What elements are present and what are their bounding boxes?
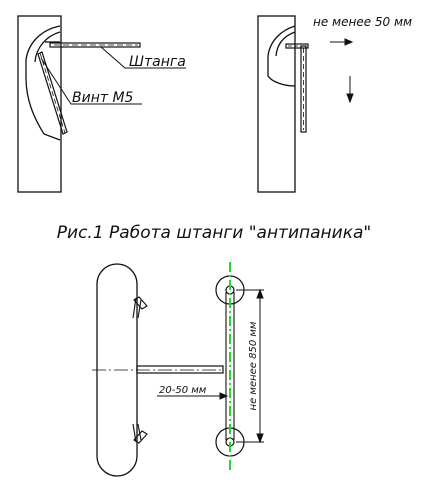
rod-label: Штанга bbox=[129, 54, 186, 70]
stand-left-post bbox=[17, 15, 62, 193]
stand-top-view bbox=[92, 263, 224, 477]
dimension-850 bbox=[236, 288, 264, 444]
screw-label: Винт М5 bbox=[72, 90, 134, 106]
min-gap-side-label: не менее 850 мм bbox=[248, 321, 259, 410]
stand-right-post bbox=[257, 15, 296, 193]
bracket-right-inner bbox=[275, 31, 296, 57]
capsule-bracket-top bbox=[132, 296, 148, 319]
dimension-gap bbox=[157, 374, 229, 402]
rod-hanging-right bbox=[300, 45, 307, 133]
bracket-left-curve bbox=[25, 25, 61, 141]
bracket-left-inner bbox=[34, 31, 61, 63]
bracket-right-curve bbox=[267, 25, 296, 87]
rod-top-view bbox=[136, 365, 224, 374]
arrow-right bbox=[330, 38, 354, 46]
capsule-bracket-bottom bbox=[132, 423, 148, 444]
rod-leader bbox=[100, 46, 186, 69]
arrow-down bbox=[346, 76, 354, 104]
stand-left bbox=[17, 15, 62, 193]
gap-range-label: 20-50 мм bbox=[159, 385, 207, 396]
rod-dropped-left bbox=[37, 51, 68, 135]
rod-horizontal-left bbox=[49, 42, 141, 48]
stand-right bbox=[257, 15, 296, 193]
screw-leader bbox=[40, 57, 142, 105]
min-gap-top-label: не менее 50 мм bbox=[313, 15, 412, 29]
gate-bar bbox=[225, 292, 235, 440]
figure-caption: Рис.1 Работа штанги "антипаника" bbox=[57, 223, 371, 243]
